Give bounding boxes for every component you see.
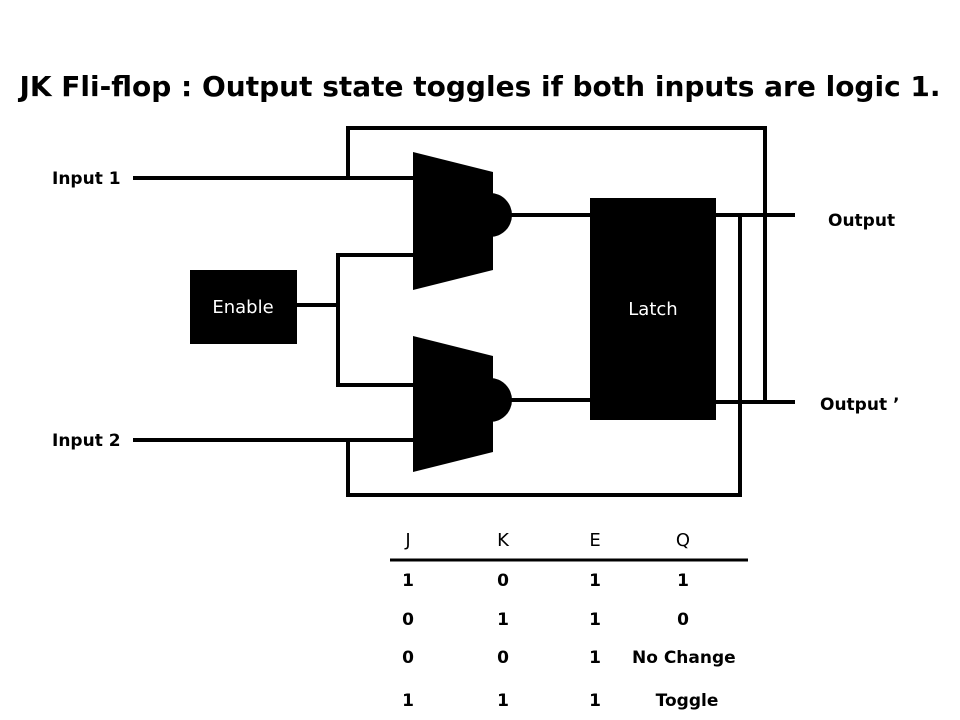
enable-label: Enable bbox=[212, 297, 273, 318]
row1-j: 1 bbox=[402, 571, 414, 591]
feedback-top-wire bbox=[346, 126, 767, 402]
row1-e: 1 bbox=[589, 571, 601, 591]
row3-k: 0 bbox=[497, 648, 509, 668]
row4-q: Toggle bbox=[656, 691, 719, 711]
row1-q: 1 bbox=[677, 571, 689, 591]
row3-e: 1 bbox=[589, 648, 601, 668]
input1-label: Input 1 bbox=[52, 169, 121, 189]
latch-label: Latch bbox=[628, 299, 677, 320]
latch-box bbox=[590, 198, 716, 420]
row3-j: 0 bbox=[402, 648, 414, 668]
row3-q: No Change bbox=[632, 648, 736, 668]
row4-e: 1 bbox=[589, 691, 601, 711]
inverter-bubble-bottom bbox=[468, 378, 512, 422]
truth-table-header-k: K bbox=[497, 530, 510, 551]
and-gate-bottom bbox=[413, 336, 493, 472]
and-gate-top bbox=[413, 152, 493, 290]
output-label: Output bbox=[828, 211, 895, 231]
row2-k: 1 bbox=[497, 610, 509, 630]
truth-table-header-q: Q bbox=[676, 530, 690, 551]
row4-j: 1 bbox=[402, 691, 414, 711]
output-prime-label: Output ’ bbox=[820, 395, 899, 415]
inverter-bubble-top bbox=[468, 193, 512, 237]
row2-j: 0 bbox=[402, 610, 414, 630]
enable-split-wire bbox=[336, 253, 415, 387]
truth-table-header-e: E bbox=[589, 530, 600, 551]
row1-k: 0 bbox=[497, 571, 509, 591]
enable-box bbox=[190, 270, 297, 344]
slide-title: JK Fli-flop : Output state toggles if bo… bbox=[19, 70, 941, 103]
feedback-bottom-wire bbox=[346, 215, 742, 497]
input2-label: Input 2 bbox=[52, 431, 121, 451]
truth-table-header-j: J bbox=[404, 530, 410, 551]
row2-e: 1 bbox=[589, 610, 601, 630]
row4-k: 1 bbox=[497, 691, 509, 711]
row2-q: 0 bbox=[677, 610, 689, 630]
truth-table: J K E Q 1 0 1 1 0 1 1 0 0 0 1 No Change … bbox=[390, 530, 748, 711]
